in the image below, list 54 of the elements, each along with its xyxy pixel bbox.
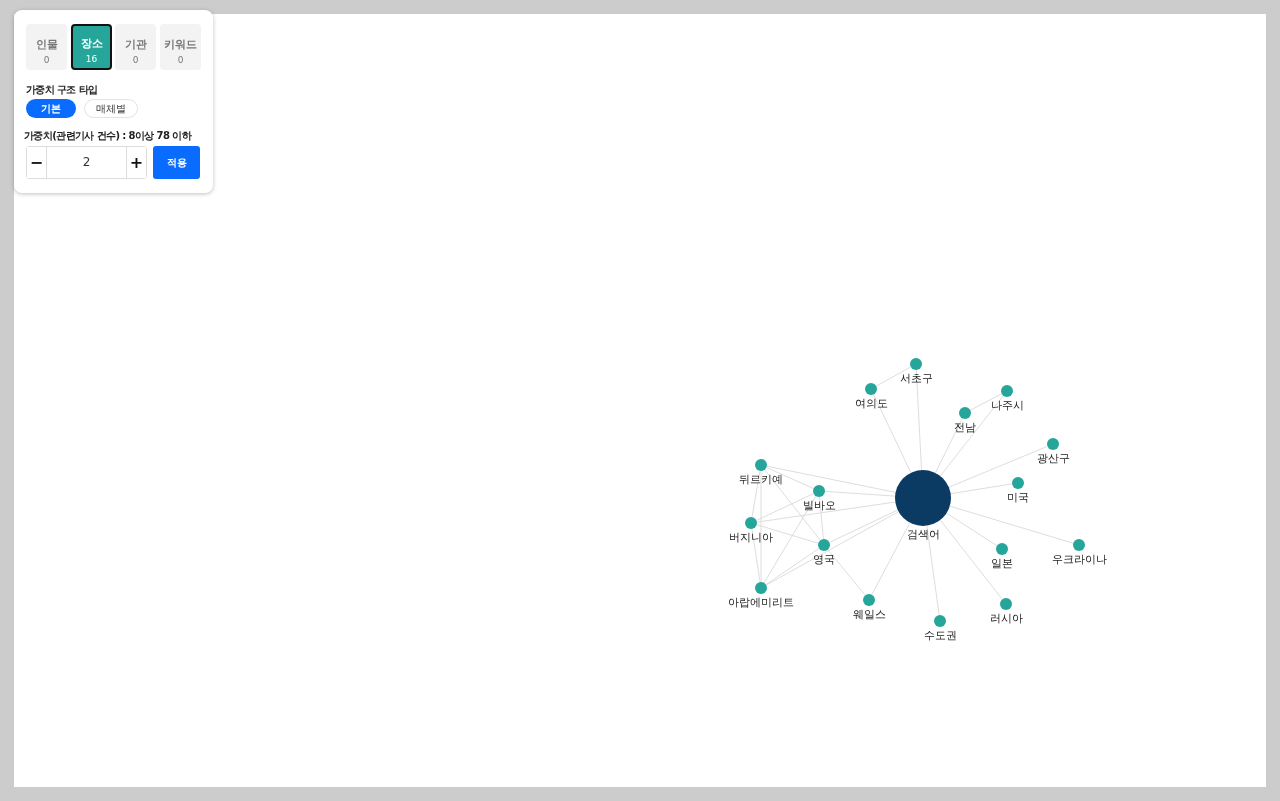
node-label: 서초구 — [899, 371, 933, 386]
connector-line — [828, 509, 899, 543]
connector-line — [934, 417, 963, 474]
connector-line — [939, 519, 1003, 600]
connector-line — [766, 465, 896, 493]
connector-line — [756, 524, 819, 544]
connector-line — [926, 525, 940, 616]
node-label: 여의도 — [854, 396, 888, 411]
node-label: 뒤르키예 — [739, 472, 783, 487]
node-label: 우크라이나 — [1051, 552, 1107, 567]
connector-line — [950, 483, 1013, 495]
node-label: 미국 — [1007, 490, 1029, 505]
connector-line — [939, 395, 1004, 477]
connector-line — [764, 469, 821, 541]
connector-line — [756, 501, 896, 523]
section-heading: 가중치 구조 타입 — [26, 83, 98, 97]
connector-line — [948, 445, 1048, 488]
tab: 키워드 0 — [160, 24, 201, 70]
connector-line — [871, 522, 911, 596]
node-label: 버지니아 — [729, 530, 773, 545]
connector-line — [949, 505, 1074, 544]
node-label: 수도권 — [923, 628, 957, 643]
connector-line — [765, 547, 820, 586]
node-label: 검색어 — [906, 527, 940, 542]
connector-line — [827, 549, 866, 596]
node-label: 일본 — [991, 556, 1013, 571]
node-label: 빌바오 — [802, 498, 836, 513]
connector-line — [765, 511, 899, 586]
connector-line — [751, 528, 761, 583]
connector-line — [819, 496, 824, 540]
connector-line — [969, 393, 1003, 411]
connector-line — [763, 495, 817, 584]
node-label: 전남 — [954, 420, 976, 435]
connector-line — [946, 512, 998, 547]
apply-button: 적용 — [153, 146, 200, 179]
connector-line — [873, 393, 912, 474]
toggle-option-selected: 기본 — [26, 99, 76, 118]
tab: 기관 0 — [115, 24, 156, 70]
node-label: 아랍에미리트 — [728, 595, 794, 610]
connector-line — [755, 493, 815, 521]
connector-line — [875, 366, 912, 387]
node-label: 나주시 — [990, 398, 1024, 413]
connector-line — [751, 470, 761, 518]
node-label: 웨일스 — [852, 607, 886, 622]
range-heading: 가중치(관련기사 건수) : 8이상 78 이하 — [24, 129, 192, 143]
connector-line — [824, 490, 896, 497]
toggle-option: 매체별 — [84, 99, 138, 118]
active-tab: 장소 16 — [71, 24, 112, 70]
connector-line — [915, 369, 922, 471]
connector-line — [766, 467, 814, 489]
node-label: 러시아 — [989, 611, 1023, 626]
tab: 인물 0 — [26, 24, 67, 70]
node-label: 광산구 — [1036, 451, 1070, 466]
node-label: 영국 — [813, 552, 835, 567]
